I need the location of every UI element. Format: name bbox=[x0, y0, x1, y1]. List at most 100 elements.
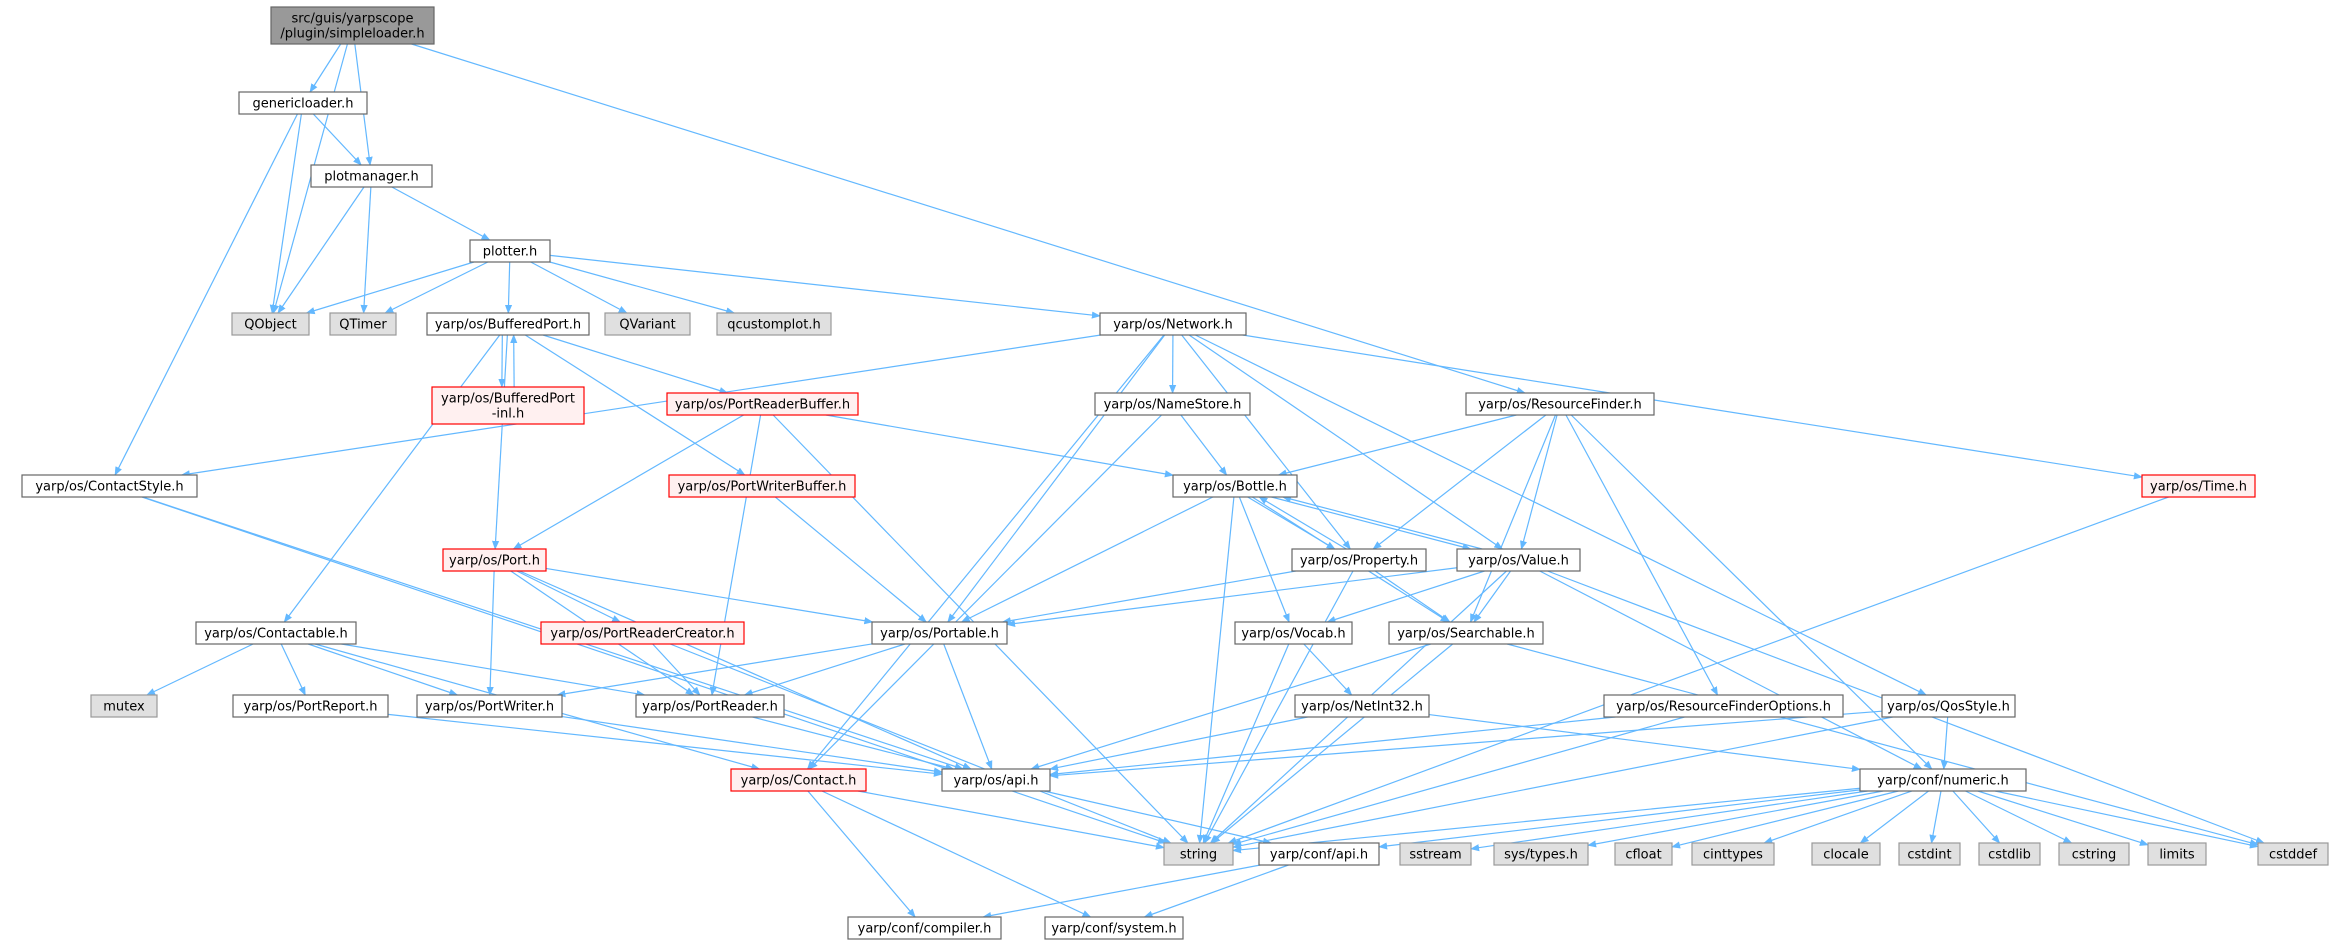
edge-genericloader-to-ContactStyle bbox=[114, 113, 298, 476]
node-BufferedPortInl[interactable]: yarp/os/BufferedPort-inl.h bbox=[431, 386, 585, 425]
node-label: yarp/os/Searchable.h bbox=[1397, 627, 1535, 642]
edge-numeric-to-systypes bbox=[1587, 790, 1884, 848]
node-cstring[interactable]: cstring bbox=[2058, 842, 2130, 866]
node-label: QTimer bbox=[339, 318, 387, 333]
node-label: src/guis/yarpscope bbox=[292, 12, 414, 27]
node-box bbox=[426, 312, 590, 336]
edge-numeric-to-cstddef bbox=[1994, 790, 2259, 849]
edge-numeric-to-clocale bbox=[1859, 790, 1929, 844]
node-Contactable[interactable]: yarp/os/Contactable.h bbox=[195, 621, 357, 645]
node-Portable[interactable]: yarp/os/Portable.h bbox=[871, 621, 1008, 645]
node-PortReaderBuffer[interactable]: yarp/os/PortReaderBuffer.h bbox=[666, 392, 859, 416]
node-systypes[interactable]: sys/types.h bbox=[1493, 842, 1589, 866]
node-system[interactable]: yarp/conf/system.h bbox=[1044, 916, 1184, 940]
edge-Value-to-Portable bbox=[1006, 567, 1458, 628]
edge-Contact-to-compiler bbox=[807, 790, 916, 918]
node-box bbox=[540, 621, 745, 645]
node-box bbox=[416, 694, 563, 718]
node-NameStore[interactable]: yarp/os/NameStore.h bbox=[1094, 392, 1251, 416]
node-box bbox=[1234, 621, 1353, 645]
edge-NameStore-to-Bottle bbox=[1180, 414, 1228, 476]
node-ResourceFinder[interactable]: yarp/os/ResourceFinder.h bbox=[1465, 392, 1655, 416]
node-string[interactable]: string bbox=[1163, 842, 1234, 866]
node-Contact[interactable]: yarp/os/Contact.h bbox=[730, 768, 867, 792]
node-box bbox=[310, 164, 433, 188]
node-box bbox=[1399, 842, 1472, 866]
node-PortReader[interactable]: yarp/os/PortReader.h bbox=[635, 694, 785, 718]
node-PortReaderCreator[interactable]: yarp/os/PortReaderCreator.h bbox=[540, 621, 745, 645]
node-label: yarp/os/PortReport.h bbox=[244, 700, 378, 715]
node-box bbox=[1099, 312, 1247, 336]
node-cinttypes[interactable]: cinttypes bbox=[1691, 842, 1775, 866]
edge-NetInt32-to-osapi bbox=[1049, 716, 1308, 772]
node-Port[interactable]: yarp/os/Port.h bbox=[442, 548, 547, 572]
node-compiler[interactable]: yarp/conf/compiler.h bbox=[847, 916, 1002, 940]
edge-Value-to-Vocab bbox=[1326, 570, 1485, 623]
node-BufferedPort[interactable]: yarp/os/BufferedPort.h bbox=[426, 312, 590, 336]
node-cfloat[interactable]: cfloat bbox=[1614, 842, 1673, 866]
node-label: yarp/os/Time.h bbox=[2150, 480, 2247, 495]
node-box bbox=[2147, 842, 2207, 866]
node-Property[interactable]: yarp/os/Property.h bbox=[1291, 548, 1427, 572]
node-QTimer[interactable]: QTimer bbox=[329, 312, 397, 336]
node-Vocab[interactable]: yarp/os/Vocab.h bbox=[1234, 621, 1353, 645]
edge-genericloader-to-QObject bbox=[269, 113, 302, 314]
node-box bbox=[231, 312, 310, 336]
node-clocale[interactable]: clocale bbox=[1811, 842, 1881, 866]
node-genericloader[interactable]: genericloader.h bbox=[238, 91, 368, 115]
node-NetInt32[interactable]: yarp/os/NetInt32.h bbox=[1294, 694, 1430, 718]
node-cstdint[interactable]: cstdint bbox=[1898, 842, 1961, 866]
node-cstdlib[interactable]: cstdlib bbox=[1978, 842, 2041, 866]
node-box bbox=[1294, 694, 1430, 718]
node-QosStyle[interactable]: yarp/os/QosStyle.h bbox=[1881, 694, 2016, 718]
node-Network[interactable]: yarp/os/Network.h bbox=[1099, 312, 1247, 336]
node-QObject[interactable]: QObject bbox=[231, 312, 310, 336]
node-PortWriterBuffer[interactable]: yarp/os/PortWriterBuffer.h bbox=[668, 474, 856, 498]
node-PortReport[interactable]: yarp/os/PortReport.h bbox=[232, 694, 389, 718]
node-Searchable[interactable]: yarp/os/Searchable.h bbox=[1388, 621, 1544, 645]
node-sstream[interactable]: sstream bbox=[1399, 842, 1472, 866]
node-numeric[interactable]: yarp/conf/numeric.h bbox=[1859, 768, 2027, 792]
node-label: yarp/os/PortWriterBuffer.h bbox=[678, 480, 847, 495]
node-limits[interactable]: limits bbox=[2147, 842, 2207, 866]
node-label: cstddef bbox=[2269, 848, 2318, 863]
node-plotmanager[interactable]: plotmanager.h bbox=[310, 164, 433, 188]
edge-genericloader-to-plotmanager bbox=[312, 113, 362, 166]
edge-PortReader-to-osapi bbox=[752, 716, 955, 771]
edge-numeric-to-string bbox=[1232, 787, 1861, 854]
node-box bbox=[270, 6, 435, 45]
node-label: yarp/os/BufferedPort bbox=[441, 392, 575, 407]
node-box bbox=[431, 386, 585, 425]
edge-Port-to-osapi bbox=[519, 570, 972, 770]
node-label: yarp/os/Bottle.h bbox=[1183, 480, 1287, 495]
node-QVariant[interactable]: QVariant bbox=[604, 312, 691, 336]
node-ContactStyle[interactable]: yarp/os/ContactStyle.h bbox=[21, 474, 198, 498]
edge-Value-to-numeric bbox=[1539, 570, 1923, 770]
node-label: cfloat bbox=[1625, 848, 1661, 863]
node-confapi[interactable]: yarp/conf/api.h bbox=[1258, 842, 1380, 866]
edge-plotter-to-QTimer bbox=[384, 261, 489, 314]
node-box bbox=[635, 694, 785, 718]
node-label: yarp/conf/compiler.h bbox=[858, 922, 992, 937]
node-label: yarp/os/api.h bbox=[954, 774, 1039, 789]
node-root[interactable]: src/guis/yarpscope/plugin/simpleloader.h bbox=[270, 6, 435, 45]
node-mutex[interactable]: mutex bbox=[90, 694, 158, 718]
node-plotter[interactable]: plotter.h bbox=[469, 239, 551, 263]
edge-numeric-to-cstring bbox=[1965, 790, 2073, 844]
node-box bbox=[2058, 842, 2130, 866]
node-label: clocale bbox=[1823, 848, 1868, 863]
node-ResourceFinderOptions[interactable]: yarp/os/ResourceFinderOptions.h bbox=[1603, 694, 1844, 718]
node-PortWriter[interactable]: yarp/os/PortWriter.h bbox=[416, 694, 563, 718]
edge-root-to-ResourceFinder bbox=[411, 43, 1526, 395]
node-cstddef[interactable]: cstddef bbox=[2257, 842, 2329, 866]
node-osapi[interactable]: yarp/os/api.h bbox=[941, 768, 1051, 792]
node-qcustomplot[interactable]: qcustomplot.h bbox=[716, 312, 832, 336]
node-Bottle[interactable]: yarp/os/Bottle.h bbox=[1172, 474, 1298, 498]
edge-ResourceFinder-to-ResourceFinderOptions bbox=[1565, 414, 1719, 696]
node-Time[interactable]: yarp/os/Time.h bbox=[2141, 474, 2256, 498]
edge-plotter-to-qcustomplot bbox=[549, 261, 736, 315]
node-box bbox=[232, 694, 389, 718]
node-Value[interactable]: yarp/os/Value.h bbox=[1456, 548, 1581, 572]
node-box bbox=[666, 392, 859, 416]
edge-ResourceFinder-to-Searchable bbox=[1469, 414, 1557, 623]
